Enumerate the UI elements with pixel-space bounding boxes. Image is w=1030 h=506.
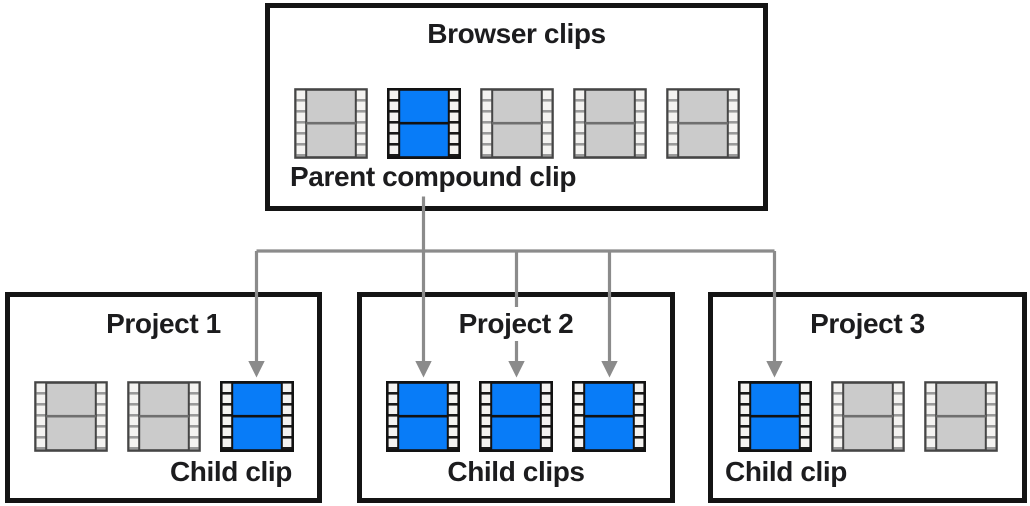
project-1-child-clip-label: Child clip — [169, 456, 292, 487]
blue-film-clip-icon — [219, 381, 294, 452]
project-2-title: Project 2 — [452, 307, 580, 341]
browser-clips-box: Browser clips Parent compound clip — [265, 3, 768, 211]
blue-film-clip-icon — [737, 381, 812, 452]
project-2-box: Project 2 Child clips — [357, 292, 675, 503]
gray-film-clip-icon — [479, 88, 554, 159]
blue-film-clip-icon — [479, 381, 553, 452]
blue-film-clip-icon — [572, 381, 646, 452]
project-3-box: Project 3 Child clip — [708, 292, 1027, 503]
browser-clips-title: Browser clips — [421, 17, 612, 51]
project-1-title: Project 1 — [100, 307, 227, 341]
project-2-title-row: Project 2 — [362, 307, 670, 341]
parent-compound-clip-label: Parent compound clip — [290, 161, 577, 192]
gray-film-clip-icon — [665, 88, 740, 159]
project-2-clips-row — [362, 381, 670, 452]
project-3-child-clip-label: Child clip — [725, 456, 848, 487]
project-3-clips-row — [713, 381, 1022, 452]
project-3-title-row: Project 3 — [713, 307, 1022, 341]
blue-film-clip-icon — [386, 381, 460, 452]
gray-film-clip-icon — [830, 381, 905, 452]
gray-film-clip-icon — [923, 381, 998, 452]
gray-film-clip-icon — [33, 381, 108, 452]
project-1-box: Project 1 Child clip — [5, 292, 322, 503]
project-3-title: Project 3 — [804, 307, 931, 341]
browser-clips-row — [270, 88, 763, 159]
project-1-clips-row — [10, 381, 317, 452]
gray-film-clip-icon — [572, 88, 647, 159]
browser-title-row: Browser clips — [270, 17, 763, 51]
project-1-title-row: Project 1 — [10, 307, 317, 341]
gray-film-clip-icon — [293, 88, 368, 159]
project-2-child-clips-label: Child clips — [447, 456, 585, 487]
blue-film-clip-icon — [386, 88, 461, 159]
gray-film-clip-icon — [126, 381, 201, 452]
